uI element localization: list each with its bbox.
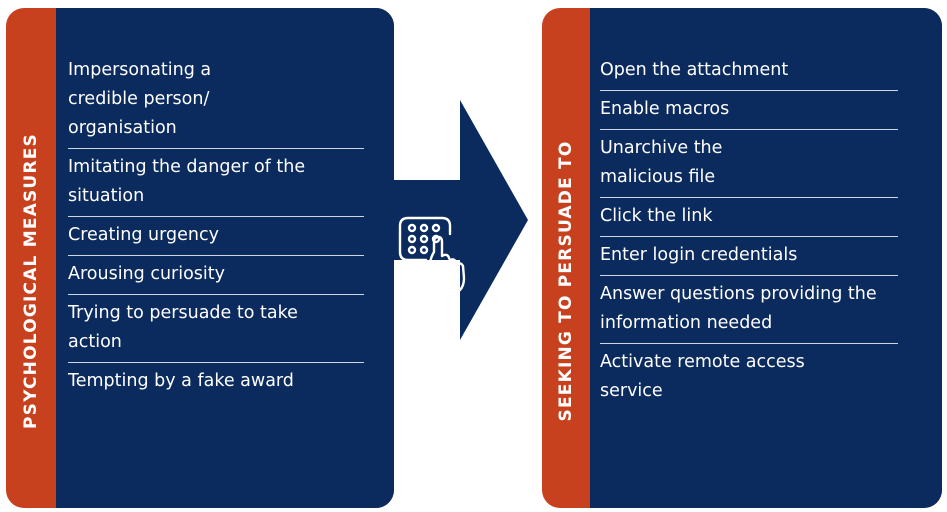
- list-item-text: Activate remote access service: [600, 352, 805, 401]
- list-item-text: Open the attachment: [600, 60, 789, 80]
- list-item-text: Impersonating a credible person/ organis…: [68, 60, 212, 138]
- seeking-to-persuade-panel: Open the attachment Enable macros Unarch…: [542, 8, 942, 508]
- list-item-text: Answer questions providing the informati…: [600, 284, 877, 333]
- side-label-seeking-to-persuade: SEEKING TO PERSUADE TO: [556, 140, 576, 422]
- keypad-hand-icon: [398, 216, 466, 292]
- list-item: Open the attachment: [600, 52, 898, 91]
- list-item-text: Creating urgency: [68, 225, 219, 245]
- list-item: Tempting by a fake award: [68, 363, 364, 401]
- list-item-text: Unarchive the malicious file: [600, 138, 723, 187]
- list-item-text: Enable macros: [600, 99, 730, 119]
- psychological-measures-body: Impersonating a credible person/ organis…: [56, 8, 394, 508]
- list-item-text: Enter login credentials: [600, 245, 798, 265]
- list-item: Creating urgency: [68, 217, 364, 256]
- list-item-text: Tempting by a fake award: [68, 371, 294, 391]
- list-item: Activate remote access service: [600, 344, 898, 411]
- arrow-shape: [392, 100, 528, 340]
- seeking-to-persuade-list: Open the attachment Enable macros Unarch…: [600, 52, 898, 411]
- side-label-psychological-measures: PSYCHOLOGICAL MEASURES: [21, 133, 41, 429]
- seeking-to-persuade-body: Open the attachment Enable macros Unarch…: [590, 8, 942, 508]
- psychological-measures-panel: Impersonating a credible person/ organis…: [6, 8, 394, 508]
- arrow-icon: [392, 100, 528, 340]
- list-item: Click the link: [600, 198, 898, 237]
- list-item: Unarchive the malicious file: [600, 130, 898, 198]
- list-item-text: Trying to persuade to take action: [68, 303, 298, 352]
- list-item: Enable macros: [600, 91, 898, 130]
- list-item: Imitating the danger of the situation: [68, 149, 364, 217]
- list-item: Answer questions providing the informati…: [600, 276, 898, 344]
- list-item-text: Imitating the danger of the situation: [68, 157, 306, 206]
- list-item: Enter login credentials: [600, 237, 898, 276]
- list-item: Arousing curiosity: [68, 256, 364, 295]
- list-item-text: Click the link: [600, 206, 713, 226]
- list-item: Impersonating a credible person/ organis…: [68, 56, 364, 149]
- psychological-measures-list: Impersonating a credible person/ organis…: [68, 56, 364, 401]
- list-item: Trying to persuade to take action: [68, 295, 364, 363]
- list-item-text: Arousing curiosity: [68, 264, 225, 284]
